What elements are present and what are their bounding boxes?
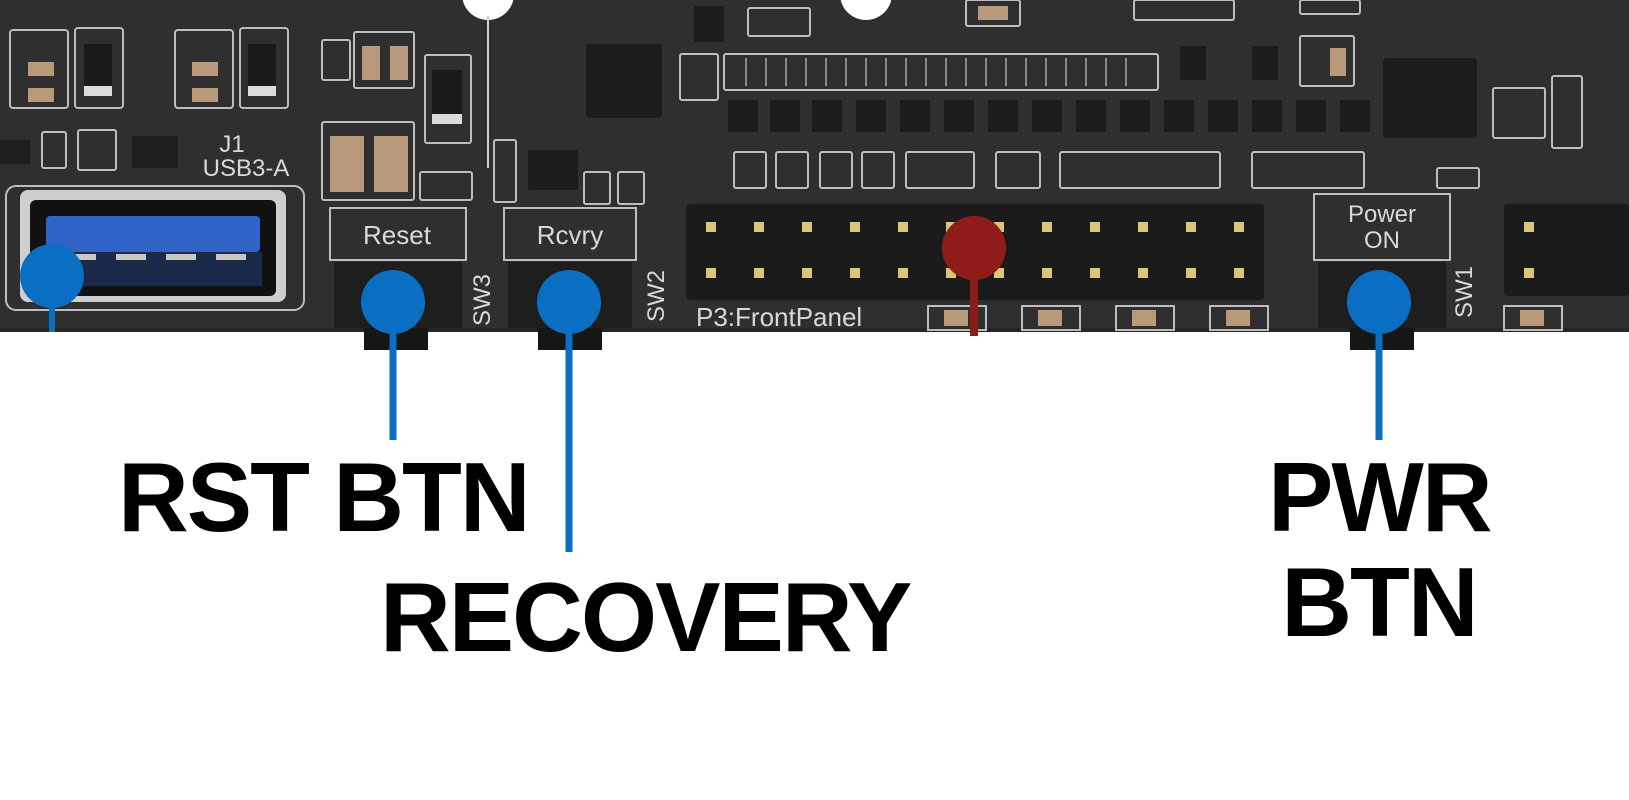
- silk-grids: [493, 53, 1365, 205]
- sw1-label: SW1: [1451, 266, 1478, 318]
- power-callout-dot: [1347, 270, 1411, 334]
- callout-usb: [20, 244, 84, 332]
- silk-cells: [745, 58, 1127, 86]
- recovery-silk-label: Rcvry: [537, 220, 603, 250]
- reset-callout-label: RST BTN: [118, 442, 531, 552]
- callout-reset: [361, 270, 425, 440]
- callout-recovery: [537, 270, 601, 552]
- recovery-callout-dot: [537, 270, 601, 334]
- top-components: [9, 0, 1583, 201]
- usb3-port: [5, 185, 305, 311]
- front-panel-silk-label: P3:FrontPanel: [696, 302, 862, 332]
- sw3-label: SW3: [469, 274, 496, 326]
- callout-power: [1347, 270, 1411, 440]
- power-callout-label-line1: PWR: [1268, 442, 1493, 552]
- callout-front-panel: [942, 216, 1006, 336]
- power-silk-label-2: ON: [1364, 227, 1400, 254]
- right-edge-header: [1503, 204, 1629, 331]
- usb-type-label: USB3-A: [203, 155, 290, 182]
- recovery-callout-label: RECOVERY: [380, 562, 912, 672]
- smd-row: [728, 100, 1370, 132]
- front-panel-callout-dot: [942, 216, 1006, 280]
- power-callout-label-line2: BTN: [1281, 547, 1478, 657]
- power-silk-label-1: Power: [1348, 201, 1416, 228]
- header-resistors: [927, 305, 1269, 331]
- top-holes: [462, 0, 892, 20]
- usb-callout-dot: [20, 244, 84, 308]
- reset-silk-label: Reset: [363, 220, 432, 250]
- ic-chips: [528, 6, 1477, 190]
- passive-parts: [0, 6, 1346, 192]
- header-pins: [706, 222, 1244, 278]
- sw2-label: SW2: [643, 270, 670, 322]
- usb-ref-label: J1: [219, 131, 244, 158]
- reset-callout-dot: [361, 270, 425, 334]
